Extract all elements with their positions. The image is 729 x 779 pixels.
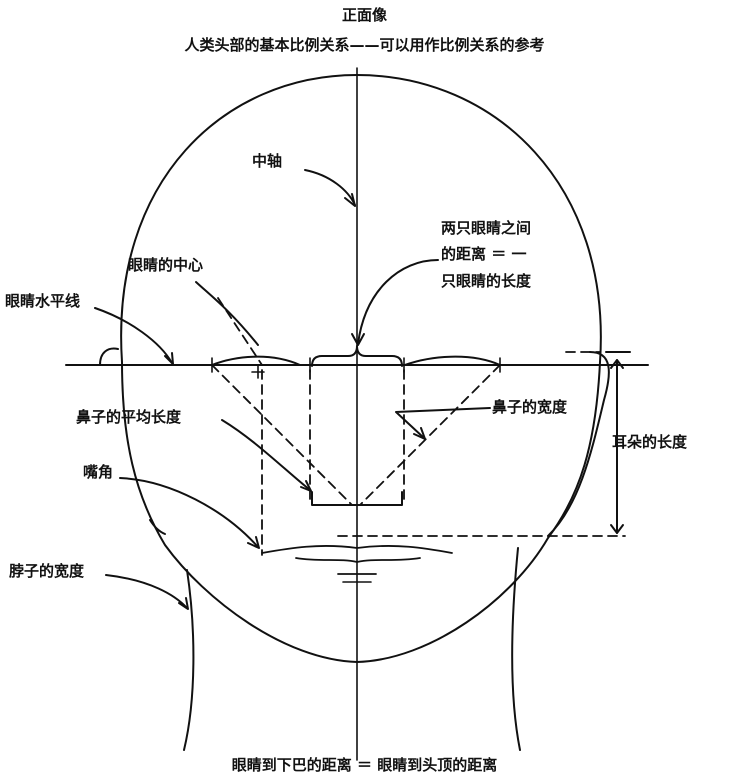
ear-length-arrow-top (610, 359, 624, 369)
arrow-nose-length (300, 480, 312, 492)
pointer-eye-line (94, 307, 173, 364)
pointer-nose-length (221, 419, 311, 491)
arrow-eye-line (164, 352, 174, 365)
label-nose-width: 鼻子的宽度 (492, 398, 568, 416)
bottom-caption: 眼睛到下巴的距离 ＝ 眼睛到头顶的距离 (231, 756, 498, 774)
arrow-eye-distance (351, 333, 365, 346)
label-mouth-corner: 嘴角 (83, 463, 114, 481)
label-eye-distance-line1: 两只眼睛之间 (441, 219, 532, 237)
arrow-neck-width (178, 597, 189, 610)
upper-lip (261, 545, 453, 554)
neck-right (511, 547, 521, 751)
label-eye-distance-line3: 只眼睛的长度 (441, 272, 532, 290)
left-ear-mark (99, 347, 119, 366)
label-eye-horizontal-line: 眼睛水平线 (5, 292, 81, 310)
right-ear (547, 351, 610, 537)
diagram-title: 正面像 (341, 6, 387, 24)
arrow-central-axis (344, 193, 356, 207)
head-outline (120, 74, 602, 663)
label-eye-center: 眼睛的中心 (128, 256, 204, 274)
pointer-nose-width (395, 407, 491, 439)
label-neck-width: 脖子的宽度 (9, 562, 85, 580)
arrow-mouth-corner (247, 536, 260, 549)
right-eye-shape (404, 355, 501, 366)
pointer-eye-distance (357, 259, 439, 345)
dashed-nose-right (359, 364, 501, 506)
left-eye-shape (211, 355, 301, 366)
nose-base (311, 491, 403, 506)
diagram-subtitle: 人类头部的基本比例关系——可以用作比例关系的参考 (184, 36, 545, 54)
dashed-eye-center-diagonal (217, 297, 263, 366)
left-ear-lobe (149, 519, 166, 535)
lower-lip (295, 557, 421, 563)
label-eye-distance-line2: 的距离 ＝ 一 (441, 245, 527, 263)
label-ear-length: 耳朵的长度 (612, 433, 688, 451)
pointer-mouth-corner (119, 477, 259, 548)
dashed-nose-left (211, 364, 353, 506)
pointer-neck-width (105, 574, 188, 609)
label-central-axis: 中轴 (252, 152, 283, 170)
neck-left (183, 569, 195, 751)
pointer-eye-center (195, 281, 259, 346)
arrow-nose-width (413, 427, 426, 440)
ear-length-arrow-bottom (610, 524, 624, 534)
between-eyes-brace (311, 345, 403, 367)
label-nose-average-length: 鼻子的平均长度 (76, 408, 182, 426)
